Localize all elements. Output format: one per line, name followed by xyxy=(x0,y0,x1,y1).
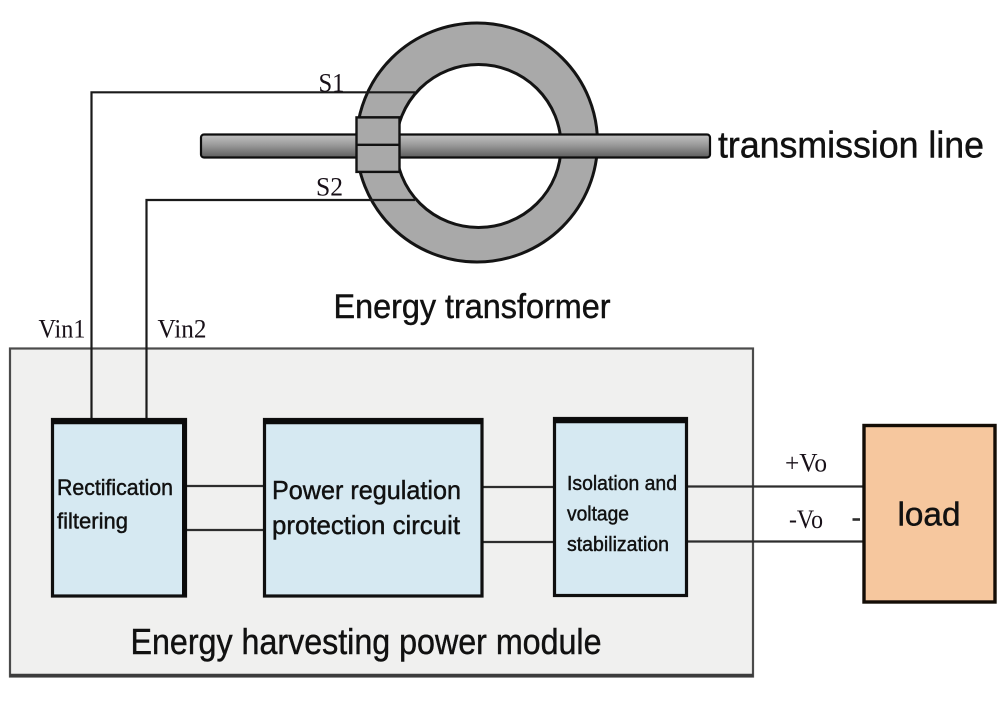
svg-text:Vin2: Vin2 xyxy=(158,315,207,344)
svg-text:load: load xyxy=(898,496,961,533)
svg-text:Rectification: Rectification xyxy=(57,475,173,500)
svg-text:Energy harvesting power module: Energy harvesting power module xyxy=(131,621,602,662)
svg-text:stabilization: stabilization xyxy=(567,533,669,556)
svg-text:filtering: filtering xyxy=(57,509,128,534)
svg-text:Power regulation: Power regulation xyxy=(272,475,461,505)
svg-text:-Vo: -Vo xyxy=(789,505,823,534)
svg-text:+Vo: +Vo xyxy=(785,449,827,478)
svg-text:S1: S1 xyxy=(319,69,345,98)
svg-text:S2: S2 xyxy=(316,173,343,202)
svg-text:voltage: voltage xyxy=(567,503,629,526)
svg-text:protection circuit: protection circuit xyxy=(272,510,461,540)
svg-text:Vin1: Vin1 xyxy=(39,315,86,344)
svg-text:Isolation and: Isolation and xyxy=(567,472,677,495)
svg-text:Energy transformer: Energy transformer xyxy=(334,288,611,326)
svg-text:transmission line: transmission line xyxy=(718,125,984,166)
